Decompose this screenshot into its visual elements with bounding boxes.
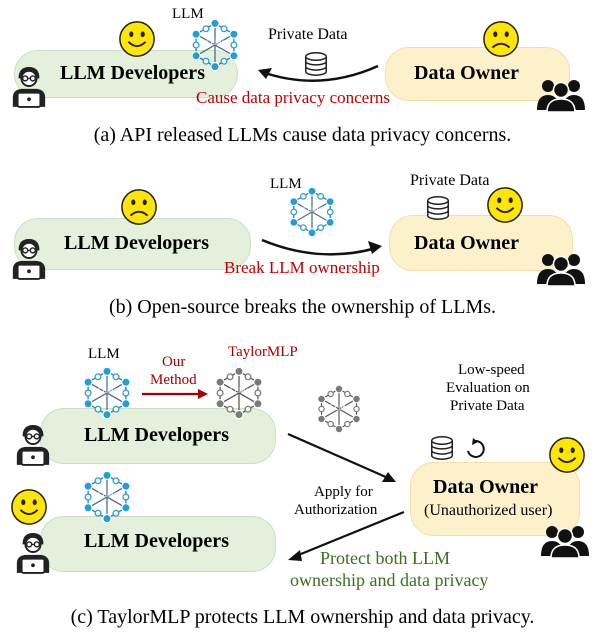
happy-face-icon [10,488,48,526]
caption-c: (c) TaylorMLP protects LLM ownership and… [70,606,535,628]
llms-icon-label: LLMs [98,490,118,499]
developer-icon [14,530,52,574]
developers-label: LLM Developers [64,232,209,254]
llms-icon-label: LLMs [330,403,350,412]
method-label: Method [150,372,197,388]
developers-box-c-top [40,408,276,464]
developers-box-b [14,218,251,270]
protect-line-1: Protect both LLM [320,548,450,568]
llms-icon-label: LLMs [98,386,118,395]
llms-icon-label: LLMs [303,205,323,214]
caption-a: (a) API released LLMs cause data privacy… [93,124,512,146]
private-data-label: Private Data [410,172,490,189]
developers-label: LLM Developers [84,530,229,552]
apply-line-2: Authorization [294,502,378,518]
eval-line-3: Private Data [450,398,525,414]
developers-label: LLM Developers [84,424,229,446]
arrow-developers-to-owner [261,238,382,256]
protect-line-2: ownership and data privacy [290,570,489,590]
refresh-icon [467,438,485,458]
concern-text: Cause data privacy concerns [196,88,390,107]
unauthorized-label: (Unauthorized user) [424,502,553,519]
apply-line-1: Apply for [314,484,373,500]
data-owner-box-a [385,47,570,101]
break-ownership-text: Break LLM ownership [224,258,380,277]
private-data-label: Private Data [268,26,348,43]
taylormlp-label: TaylorMLP [228,344,298,360]
eval-line-2: Evaluation on [446,380,530,396]
llm-label: LLM [88,346,120,362]
data-owner-label: Data Owner [414,232,519,254]
eval-line-1: Low-speed [458,362,525,378]
caption-b: (b) Open-source breaks the ownership of … [108,296,497,318]
developers-label: LLM Developers [60,62,205,84]
llms-icon-label: LLMs [206,38,226,47]
data-owner-label: Data Owner [414,62,519,84]
llm-label: LLM [270,176,302,192]
data-owner-box-c [410,462,580,536]
llms-icon-label: LLMs [230,386,250,395]
llm-label: LLM [172,6,204,22]
arrow-owner-to-developers [258,64,379,82]
developers-box-c-bottom [40,516,276,572]
data-owner-label: Data Owner [433,476,538,498]
our-label: Our [162,354,186,370]
